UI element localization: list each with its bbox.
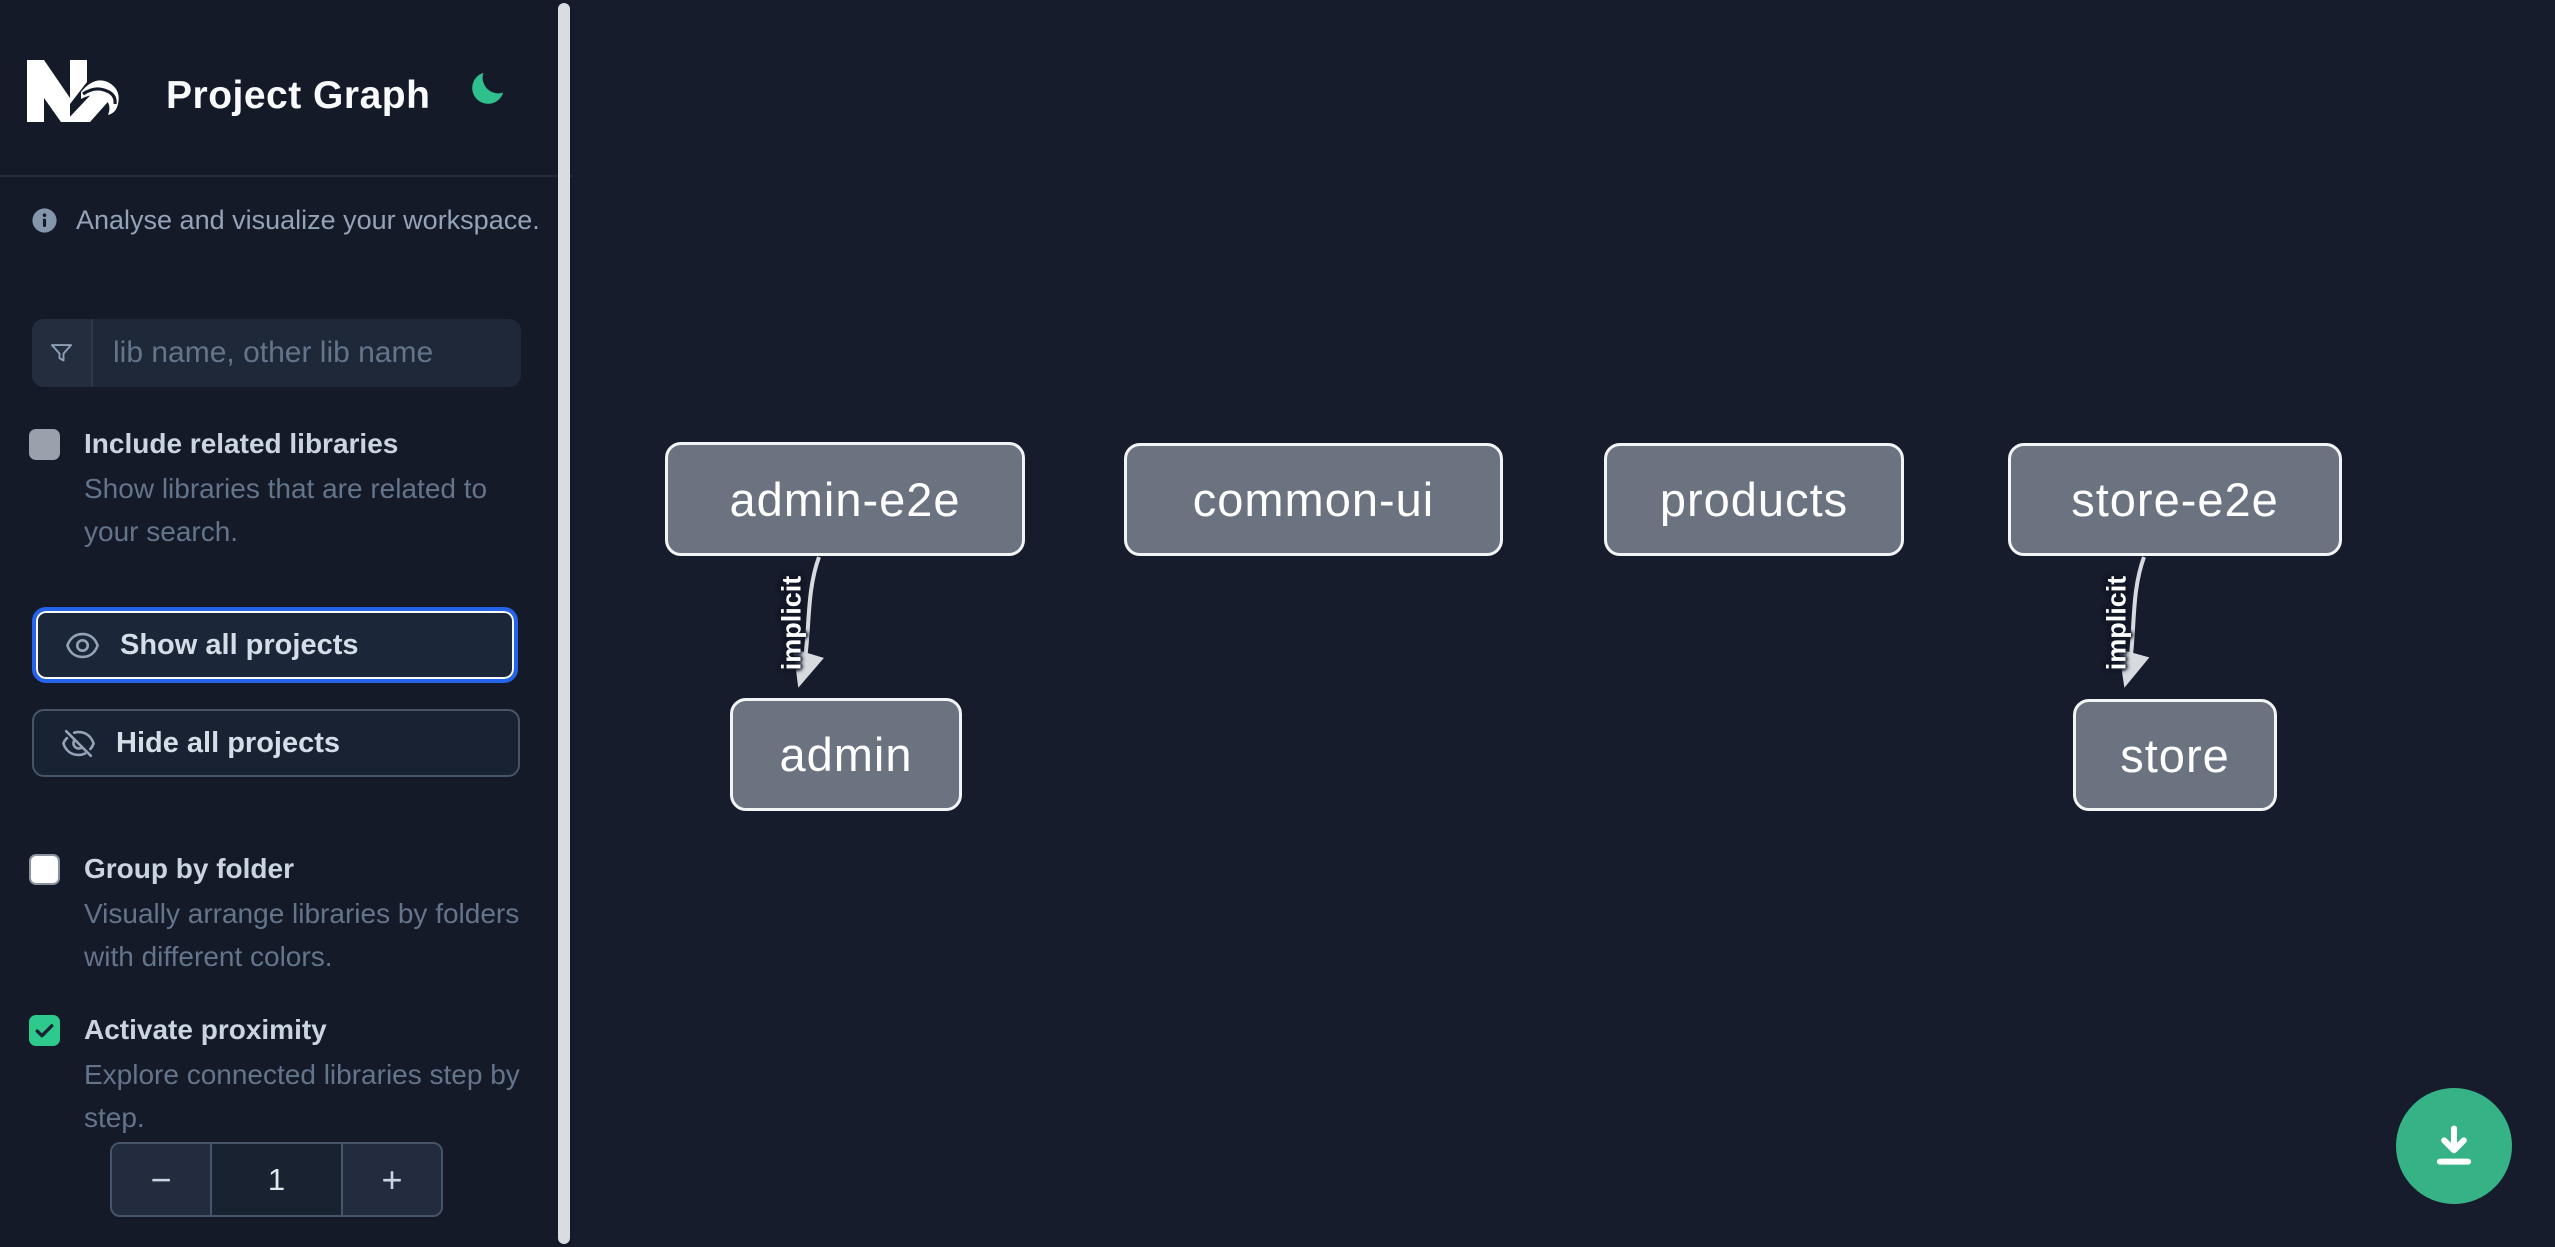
- eye-off-icon: [62, 729, 95, 757]
- activate-proximity-label: Activate proximity: [84, 1014, 327, 1045]
- graph-node-store-e2e[interactable]: store-e2e: [2008, 443, 2342, 556]
- tagline-text: Analyse and visualize your workspace.: [76, 205, 540, 235]
- info-icon: [32, 208, 57, 233]
- nx-logo: [27, 60, 119, 122]
- node-label: common-ui: [1192, 473, 1435, 526]
- graph-canvas[interactable]: [572, 0, 2555, 1247]
- include-related-label: Include related libraries: [84, 428, 399, 459]
- group-by-folder-label: Group by folder: [84, 853, 294, 884]
- proximity-decrement-button[interactable]: −: [112, 1144, 210, 1215]
- include-related-description: Show libraries that are related to your …: [84, 473, 488, 547]
- filter-funnel-icon: [50, 343, 73, 361]
- group-by-folder-description: Visually arrange libraries by folders wi…: [84, 898, 520, 972]
- show-all-projects-button[interactable]: Show all projects: [32, 607, 518, 683]
- node-label: store-e2e: [2071, 473, 2279, 526]
- group-by-folder-checkbox[interactable]: [29, 854, 60, 885]
- search-input[interactable]: [93, 319, 521, 387]
- proximity-increment-button[interactable]: +: [343, 1144, 441, 1215]
- show-all-projects-label: Show all projects: [120, 628, 359, 661]
- edge-label-implicit: implicit: [2101, 575, 2132, 671]
- download-image-button[interactable]: [2396, 1088, 2512, 1204]
- download-icon: [2436, 1125, 2472, 1165]
- include-related-checkbox[interactable]: [29, 429, 60, 460]
- search-box: [32, 319, 521, 387]
- eye-icon: [66, 632, 99, 658]
- proximity-value: 1: [210, 1144, 343, 1215]
- proximity-stepper: − 1 +: [110, 1142, 443, 1217]
- node-label: store: [2120, 728, 2230, 782]
- header-divider: [0, 175, 572, 177]
- edge-label-implicit: implicit: [776, 575, 807, 671]
- hide-all-projects-button[interactable]: Hide all projects: [32, 709, 520, 777]
- graph-node-products[interactable]: products: [1604, 443, 1904, 556]
- activate-proximity-checkbox[interactable]: [29, 1015, 60, 1046]
- graph-node-admin-e2e[interactable]: admin-e2e: [665, 442, 1025, 556]
- activate-proximity-description: Explore connected libraries step by step…: [84, 1059, 520, 1133]
- graph-node-admin[interactable]: admin: [730, 698, 962, 811]
- checkmark-icon: [35, 1024, 54, 1038]
- node-label: admin-e2e: [729, 472, 961, 526]
- theme-toggle-button[interactable]: [468, 66, 512, 110]
- tagline-row: Analyse and visualize your workspace.: [30, 205, 540, 236]
- node-label: products: [1659, 473, 1849, 526]
- sidebar: Project Graph Analyse and visualize your…: [0, 0, 572, 1247]
- sidebar-scrollbar[interactable]: [558, 3, 570, 1244]
- graph-node-store[interactable]: store: [2073, 699, 2277, 811]
- moon-icon: [472, 72, 504, 104]
- page-title: Project Graph: [166, 74, 431, 117]
- filter-icon-cell: [32, 319, 93, 387]
- graph-node-common-ui[interactable]: common-ui: [1124, 443, 1503, 556]
- node-label: admin: [779, 728, 913, 781]
- hide-all-projects-label: Hide all projects: [116, 726, 341, 759]
